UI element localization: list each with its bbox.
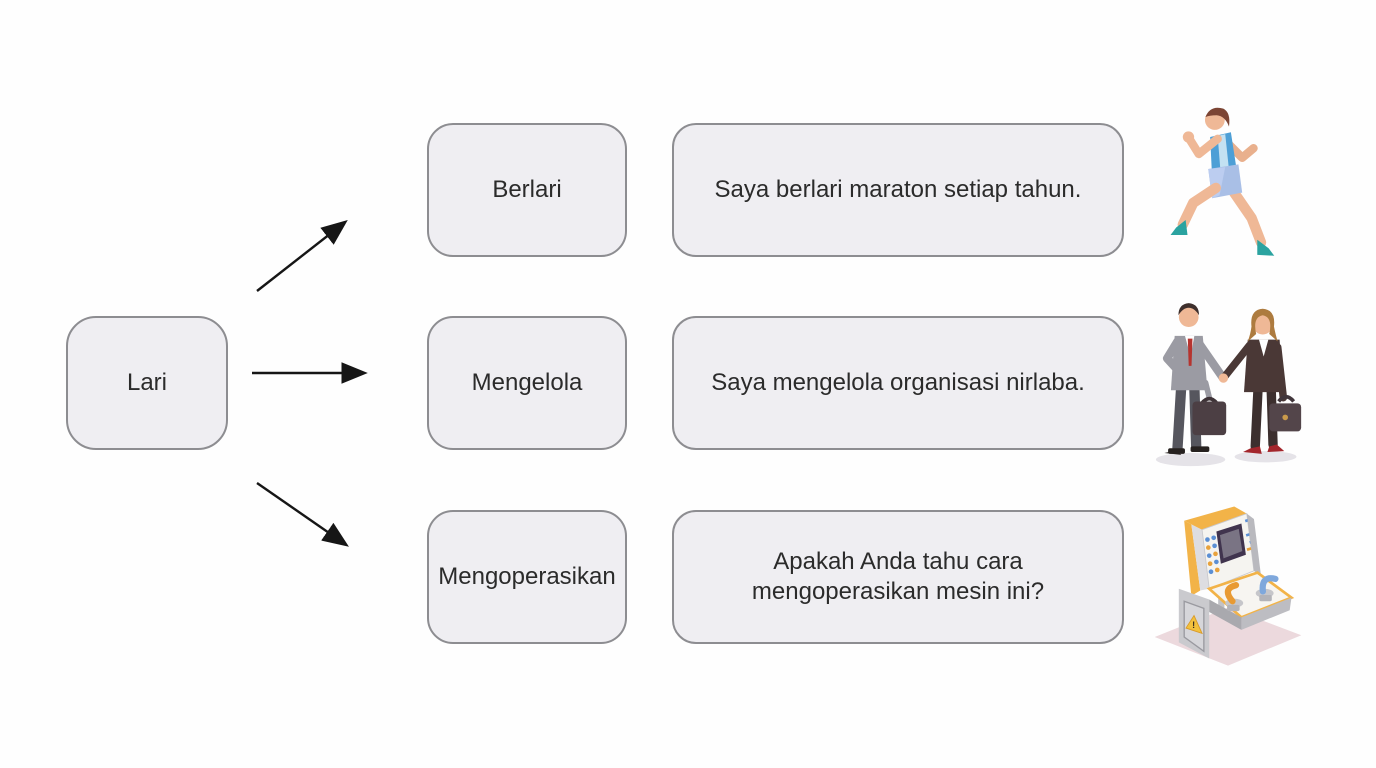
- verb-label: Mengoperasikan: [438, 563, 616, 590]
- verb-label: Berlari: [492, 176, 562, 203]
- industrial-machine-illustration: !: [1152, 483, 1304, 673]
- root-verb-box: Lari: [66, 316, 228, 450]
- arrow-to-mengoperasikan: [256, 482, 349, 547]
- sentence-text: Saya mengelola organisasi nirlaba.: [711, 369, 1085, 396]
- verb-label: Mengelola: [471, 369, 583, 396]
- sentence-box-mengoperasikan: Apakah Anda tahu cara mengoperasikan mes…: [672, 510, 1124, 644]
- shoe-back: [1257, 239, 1275, 256]
- verb-box-mengoperasikan: Mengoperasikan: [427, 510, 627, 644]
- runner-illustration: [1163, 100, 1295, 272]
- root-verb-label: Lari: [126, 369, 168, 396]
- verb-box-berlari: Berlari: [427, 123, 627, 257]
- sentence-box-berlari: Saya berlari maraton setiap tahun.: [672, 123, 1124, 257]
- shoe-front: [1170, 219, 1188, 236]
- business-people-handshake-illustration: [1140, 287, 1318, 470]
- sentence-text: Apakah Anda tahu cara mengoperasikan mes…: [751, 548, 1045, 605]
- sentence-text: Saya berlari maraton setiap tahun.: [714, 176, 1082, 203]
- svg-text:!: !: [1192, 620, 1195, 630]
- arrow-to-berlari: [256, 220, 348, 292]
- verb-box-mengelola: Mengelola: [427, 316, 627, 450]
- sentence-box-mengelola: Saya mengelola organisasi nirlaba.: [672, 316, 1124, 450]
